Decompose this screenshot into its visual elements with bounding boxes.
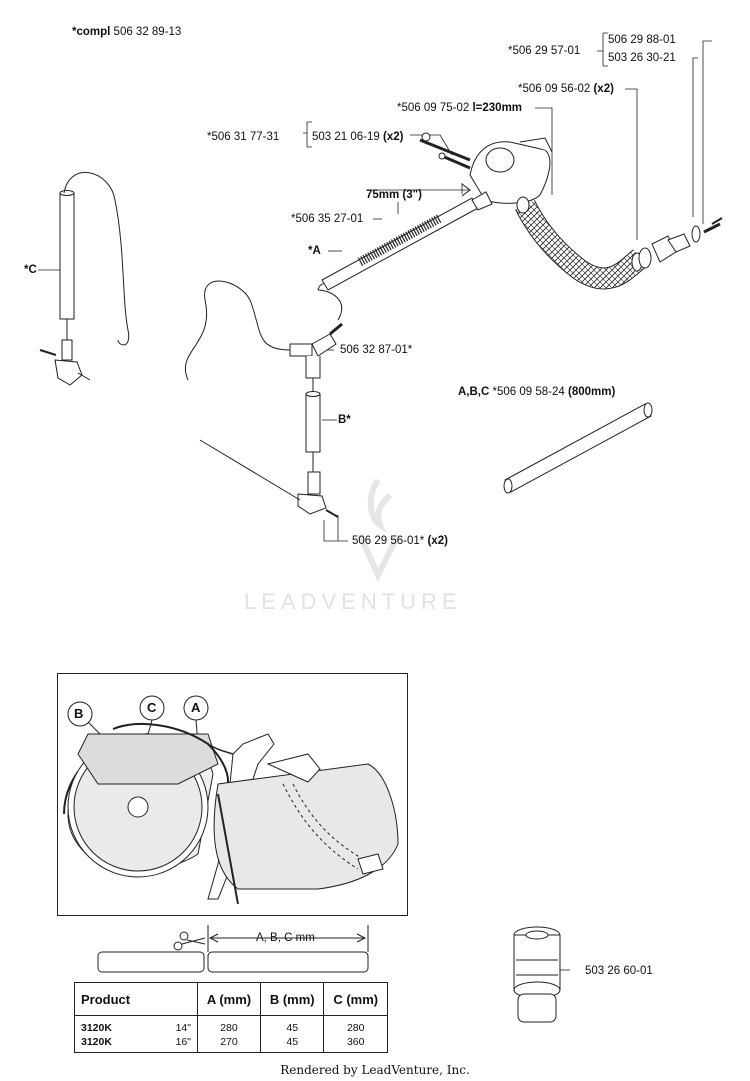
hose-loop-left [185,280,291,381]
table-header-a: A (mm) [197,982,261,1016]
part-qty: (x2) [427,535,448,547]
table-cell-a: 270 [197,1035,261,1053]
table-cell-b: 45 [259,1035,325,1053]
footer-credit: Rendered by LeadVenture, Inc. [280,1063,470,1077]
part-number: *506 09 58-24 [492,386,565,398]
part-number: 506 29 56-01* [352,535,425,547]
table-cell-c: 360 [323,1035,388,1053]
hose-c-assembly [39,171,130,386]
part-label-p2[interactable]: 506 29 88-01 [608,34,676,46]
part-label-p4[interactable]: *506 09 56-02 (x2) [518,82,614,96]
ref-label-b: B* [338,414,351,426]
dimension-75mm: 75mm (3") [366,189,422,201]
compl-prefix: *compl [72,26,111,38]
part-label-p1[interactable]: *506 29 57-01 [508,45,581,57]
callout-c: C [147,700,157,715]
cut-dimension-label: A, B, C mm [256,932,315,944]
valve-body [419,132,553,211]
part-label-p3[interactable]: 503 26 30-21 [608,52,676,64]
part-label-p10[interactable]: 506 29 56-01* (x2) [352,534,448,548]
part-length: (800mm) [567,386,616,398]
callout-b: B [74,706,84,721]
part-label-p7[interactable]: 503 21 06-19 (x2) [312,130,403,144]
callout-a: A [191,700,201,715]
part-length: l=230mm [472,102,523,114]
table-header-b: B (mm) [259,982,325,1016]
tube-abc [503,402,653,494]
part-qty: (x2) [593,83,614,95]
part-label-p6[interactable]: *506 31 77-31 [207,131,280,143]
table-header-c: C (mm) [323,982,388,1016]
ref-label-a: *A [308,245,321,257]
table-header-product: Product [74,982,198,1016]
part-label-p12[interactable]: 503 26 60-01 [585,965,653,977]
table-cell-size: 14" [175,1022,191,1034]
part-refs: A,B,C [458,386,490,398]
hose-fittings [631,217,723,272]
table-cell-b: 45 [259,1015,325,1035]
cutter-illustration [63,695,399,905]
part-label-p5[interactable]: *506 09 75-02 l=230mm [397,101,522,115]
compl-number: 506 32 89-13 [113,26,182,38]
watermark-logo [357,478,401,582]
table-cell-c: 280 [323,1015,388,1035]
table-cell-a: 280 [197,1015,261,1035]
part-label-p9[interactable]: 506 32 87-01* [340,344,413,356]
part-qty: (x2) [383,131,404,143]
part-label-p8[interactable]: *506 35 27-01 [291,213,364,225]
braided-hose [515,196,648,290]
compl-label: *compl 506 32 89-13 [72,25,181,39]
part-number: *506 09 56-02 [518,83,591,95]
part-number: 503 21 06-19 [312,131,380,143]
cutter-inset: B C A [57,673,408,916]
part-label-p11[interactable]: A,B,C *506 09 58-24 (800mm) [458,385,615,399]
table-cell-size: 16" [175,1036,191,1048]
ref-label-c: *C [24,264,37,276]
part-number: *506 09 75-02 [397,102,470,114]
cut-illustration [97,925,369,973]
quick-coupling [513,926,561,1023]
y-connector-assembly [199,289,343,518]
watermark-text: LEADVENTURE [244,589,462,614]
